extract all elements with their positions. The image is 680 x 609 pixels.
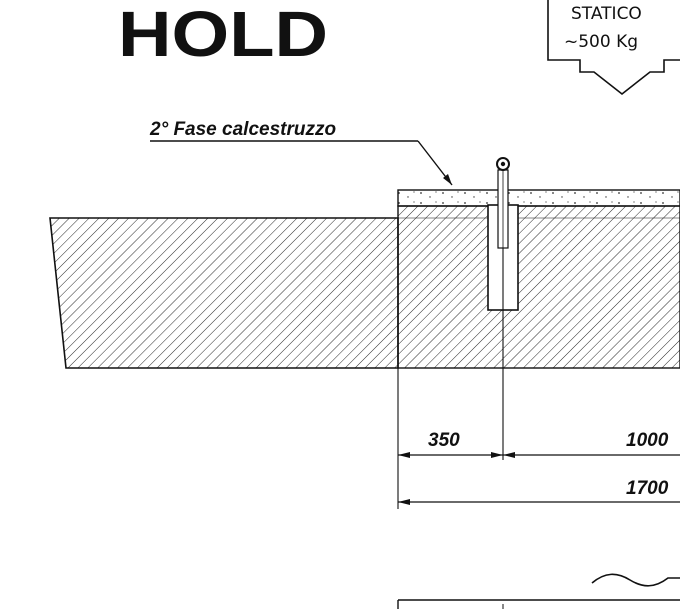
- dimension-350: 350: [428, 430, 460, 451]
- dimension-1700: 1700: [626, 478, 669, 499]
- title-hold: HOLD: [118, 0, 328, 70]
- lower-section-fragment: [397, 573, 680, 609]
- dimension-row-1: 350 1000: [398, 430, 680, 458]
- slab-hatched-section: [49, 217, 399, 369]
- dimension-row-2: 1700: [398, 478, 680, 505]
- load-box-line1: STATICO: [571, 4, 642, 24]
- load-box-line2: ~500 Kg: [564, 32, 638, 52]
- load-arrow-box: STATICO ~500 Kg: [547, 0, 680, 96]
- concrete-callout: 2° Fase calcestruzzo: [149, 119, 453, 186]
- second-phase-concrete: [397, 189, 680, 369]
- callout-label: 2° Fase calcestruzzo: [149, 119, 336, 140]
- dimension-1000: 1000: [626, 430, 669, 451]
